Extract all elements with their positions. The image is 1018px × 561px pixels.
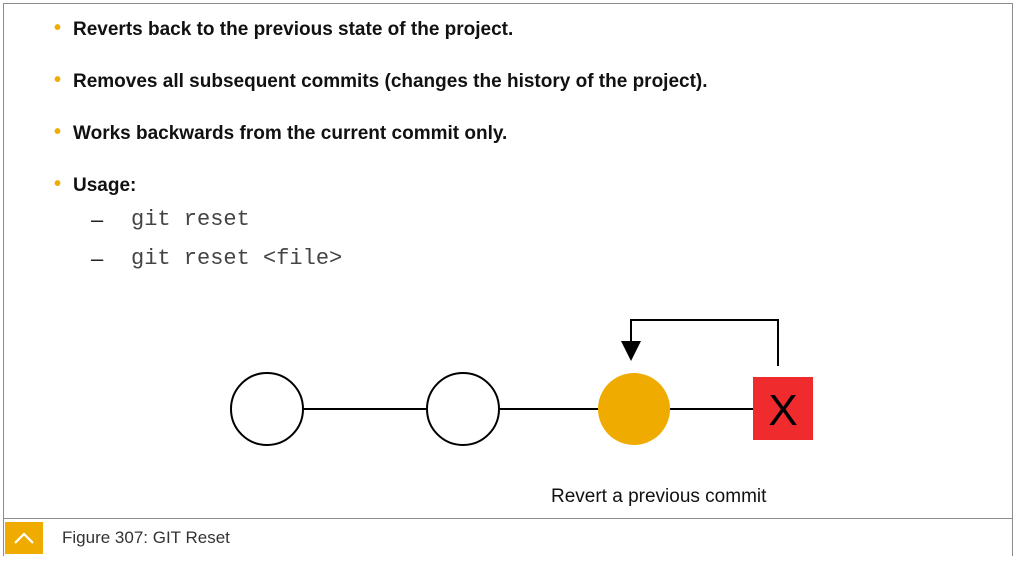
diagram-caption: Revert a previous commit — [551, 486, 767, 507]
chevron-up-icon — [14, 532, 34, 544]
reverted-commit-node — [753, 377, 813, 440]
bullet-text: Reverts back to the previous state of th… — [73, 19, 514, 40]
commit-node — [426, 372, 500, 446]
bullet-dot-icon: • — [54, 173, 62, 195]
bullet-text: Works backwards from the current commit … — [73, 123, 508, 144]
commit-node — [230, 372, 304, 446]
bullet-dot-icon: • — [54, 69, 62, 91]
bullet-dot-icon: • — [54, 121, 62, 143]
figure-caption-bar: Figure 307: GIT Reset — [4, 518, 1012, 556]
usage-command: git reset — [131, 207, 250, 232]
slide: • Reverts back to the previous state of … — [4, 4, 1012, 518]
commit-diagram: X — [230, 319, 813, 446]
target-commit-node — [598, 373, 670, 445]
figure-frame: • Reverts back to the previous state of … — [3, 3, 1013, 556]
bullet-text: Usage: — [73, 175, 137, 196]
dash-icon: – — [91, 207, 104, 232]
bullet-text: Removes all subsequent commits (changes … — [73, 71, 708, 92]
x-mark: X — [768, 386, 797, 435]
revert-arrow — [621, 319, 779, 366]
dash-icon: – — [91, 246, 104, 271]
usage-command: git reset <file> — [131, 246, 343, 271]
figure-label: Figure 307: GIT Reset — [62, 528, 230, 547]
bullet-dot-icon: • — [54, 17, 62, 39]
collapse-button[interactable] — [5, 522, 43, 554]
